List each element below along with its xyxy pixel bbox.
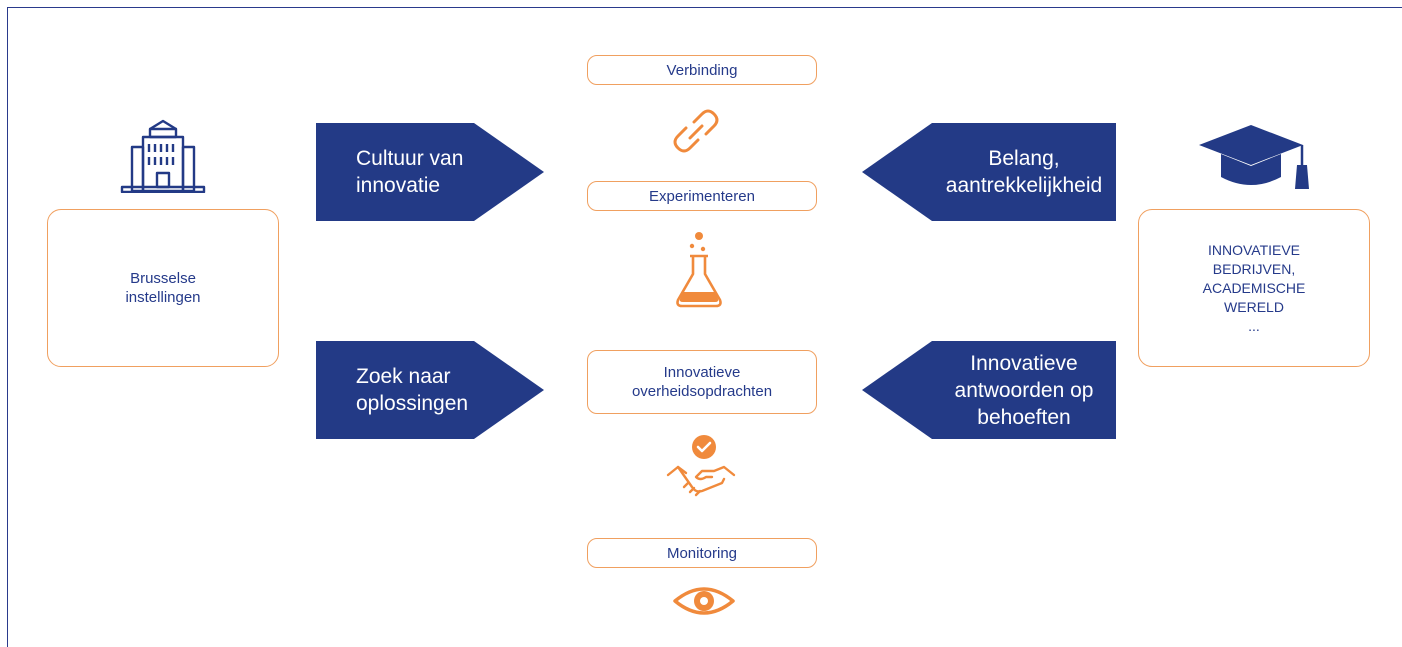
right-box-label: INNOVATIEVE BEDRIJVEN, ACADEMISCHE WEREL… (1202, 241, 1306, 334)
left-box-label: Brusselse instellingen (125, 270, 201, 306)
diagram-frame (7, 7, 1402, 647)
right-box: INNOVATIEVE BEDRIJVEN, ACADEMISCHE WEREL… (1138, 209, 1370, 367)
verbinding-pill: Verbinding (587, 55, 817, 85)
graduation-cap-icon (1199, 125, 1309, 189)
monitoring-label: Monitoring (666, 544, 738, 562)
flask-icon (676, 232, 722, 308)
overheidsopdrachten-pill: Innovatieve overheidsopdrachten (587, 350, 817, 414)
arrow-search-solutions-label: Zoek naar oplossingen (356, 365, 469, 415)
building-icon (120, 119, 206, 193)
experimenteren-pill: Experimenteren (587, 181, 817, 211)
monitoring-pill: Monitoring (587, 538, 817, 568)
verbinding-label: Verbinding (666, 61, 738, 79)
overheidsopdrachten-label: Innovatieve overheidsopdrachten (631, 364, 773, 400)
arrow-culture-innovation-label: Cultuur van innovatie (356, 147, 464, 197)
left-box: Brusselse instellingen (47, 209, 279, 367)
handshake-check-icon (666, 435, 736, 497)
eye-icon (673, 587, 735, 615)
chain-link-icon (673, 109, 719, 153)
experimenteren-label: Experimenteren (649, 187, 755, 205)
arrow-innovative-answers-label: Innovatieve antwoorden op behoeften (954, 351, 1094, 429)
arrow-interest-attractiveness-label: Belang, aantrekkelijkheid (945, 147, 1103, 197)
